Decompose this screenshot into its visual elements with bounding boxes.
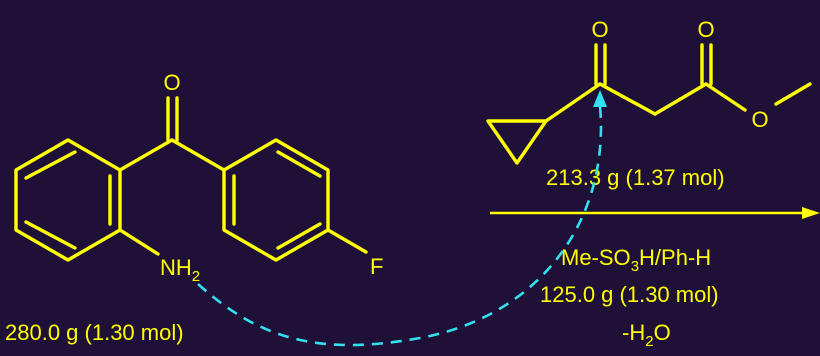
catalyst-label: Me-SO3H/Ph-H (561, 245, 711, 275)
reactant-1-amounts: 280.0 g (1.30 mol) (5, 320, 184, 345)
ketone-oxygen-label: O (163, 70, 180, 95)
aminobenzophenone-structure: O NH2 F (14, 70, 383, 285)
catalyst-amounts: 125.0 g (1.30 mol) (540, 282, 719, 307)
fluorine-label: F (370, 254, 383, 279)
attack-arrow (197, 90, 607, 347)
reactant-2-amounts: 213.3 g (1.37 mol) (546, 165, 725, 190)
ketoester-structure: O O O (486, 17, 812, 165)
aniline-ring (14, 138, 122, 262)
ketone-bridge (118, 96, 226, 172)
reaction-arrow (490, 207, 820, 219)
ester-carbonyl-oxygen-label: O (697, 17, 714, 42)
ketone-oxygen-label-2: O (591, 17, 608, 42)
byproduct-label: -H2O (622, 320, 671, 350)
cyclopropyl-ring (486, 119, 548, 165)
amine-label: NH2 (160, 255, 200, 285)
ester-oxygen-label: O (751, 107, 768, 132)
fluorophenyl-ring (222, 138, 330, 262)
